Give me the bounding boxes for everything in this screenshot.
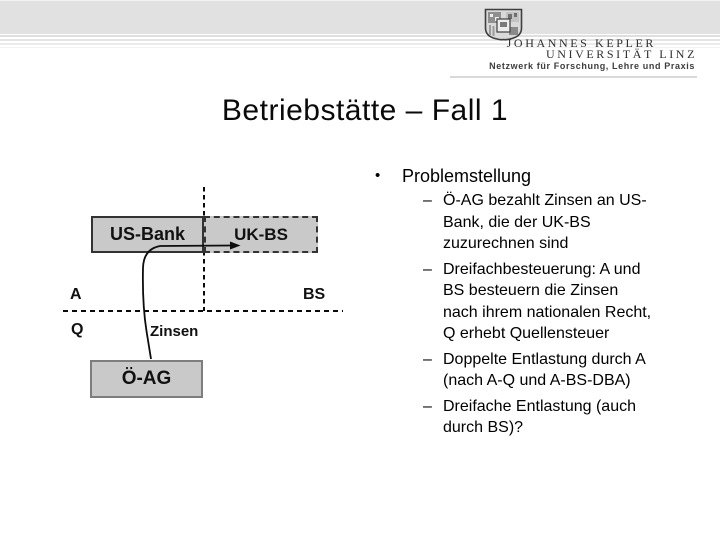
country-border-horizontal-dashed-line: [63, 310, 343, 312]
uk-bs-label: UK-BS: [234, 224, 288, 244]
list-item: – Dreifache Entlastung (auch durch BS)?: [375, 396, 710, 439]
oe-ag-box: Ö-AG: [90, 360, 203, 398]
logo-divider: [450, 76, 697, 78]
state-bs-label: BS: [303, 286, 326, 303]
bullets-heading-row: • Problemstellung: [375, 164, 710, 188]
sub-bullet-list: – Ö-AG bezahlt Zinsen an US- Bank, die d…: [375, 190, 710, 439]
dash-marker: –: [423, 260, 432, 278]
list-item: – Doppelte Entlastung durch A (nach A-Q …: [375, 349, 710, 392]
list-item-text: Dreifache Entlastung (auch durch BS)?: [443, 397, 636, 437]
header-band: [0, 0, 720, 34]
header-stripe: [0, 39, 720, 41]
us-bank-label: US-Bank: [109, 224, 185, 244]
oe-ag-label: Ö-AG: [121, 368, 172, 389]
dash-marker: –: [423, 397, 432, 415]
header-stripe: [0, 43, 720, 45]
interest-flow-label: Zinsen: [150, 323, 199, 340]
header-stripe: [0, 34, 720, 37]
logo-tagline: Netzwerk für Forschung, Lehre und Praxis: [489, 61, 695, 71]
list-item-text: Ö-AG bezahlt Zinsen an US- Bank, die der…: [443, 192, 647, 252]
state-a-label: A: [70, 286, 82, 303]
header-stripe: [0, 46, 720, 48]
list-item: – Dreifachbesteuerung: A und BS besteuer…: [375, 259, 710, 345]
us-bank-box: US-Bank: [91, 216, 204, 253]
jku-crest-icon: [484, 8, 523, 41]
dash-marker: –: [423, 350, 432, 368]
uk-bs-box: UK-BS: [204, 216, 318, 253]
bullet-marker: •: [375, 167, 381, 184]
page-title: Betriebstätte – Fall 1: [221, 94, 509, 127]
problem-list: • Problemstellung – Ö-AG bezahlt Zinsen …: [375, 164, 710, 443]
list-item-text: Doppelte Entlastung durch A (nach A-Q un…: [443, 350, 646, 390]
logo-university-line1: JOHANNES KEPLER: [506, 36, 656, 50]
list-item-text: Dreifachbesteuerung: A und BS besteuern …: [443, 260, 652, 343]
bullets-heading: Problemstellung: [402, 166, 532, 186]
state-q-label: Q: [71, 321, 84, 338]
logo-university-line2: UNIVERSITÄT LINZ: [545, 47, 697, 61]
dash-marker: –: [423, 192, 432, 209]
list-item: – Ö-AG bezahlt Zinsen an US- Bank, die d…: [375, 190, 710, 255]
